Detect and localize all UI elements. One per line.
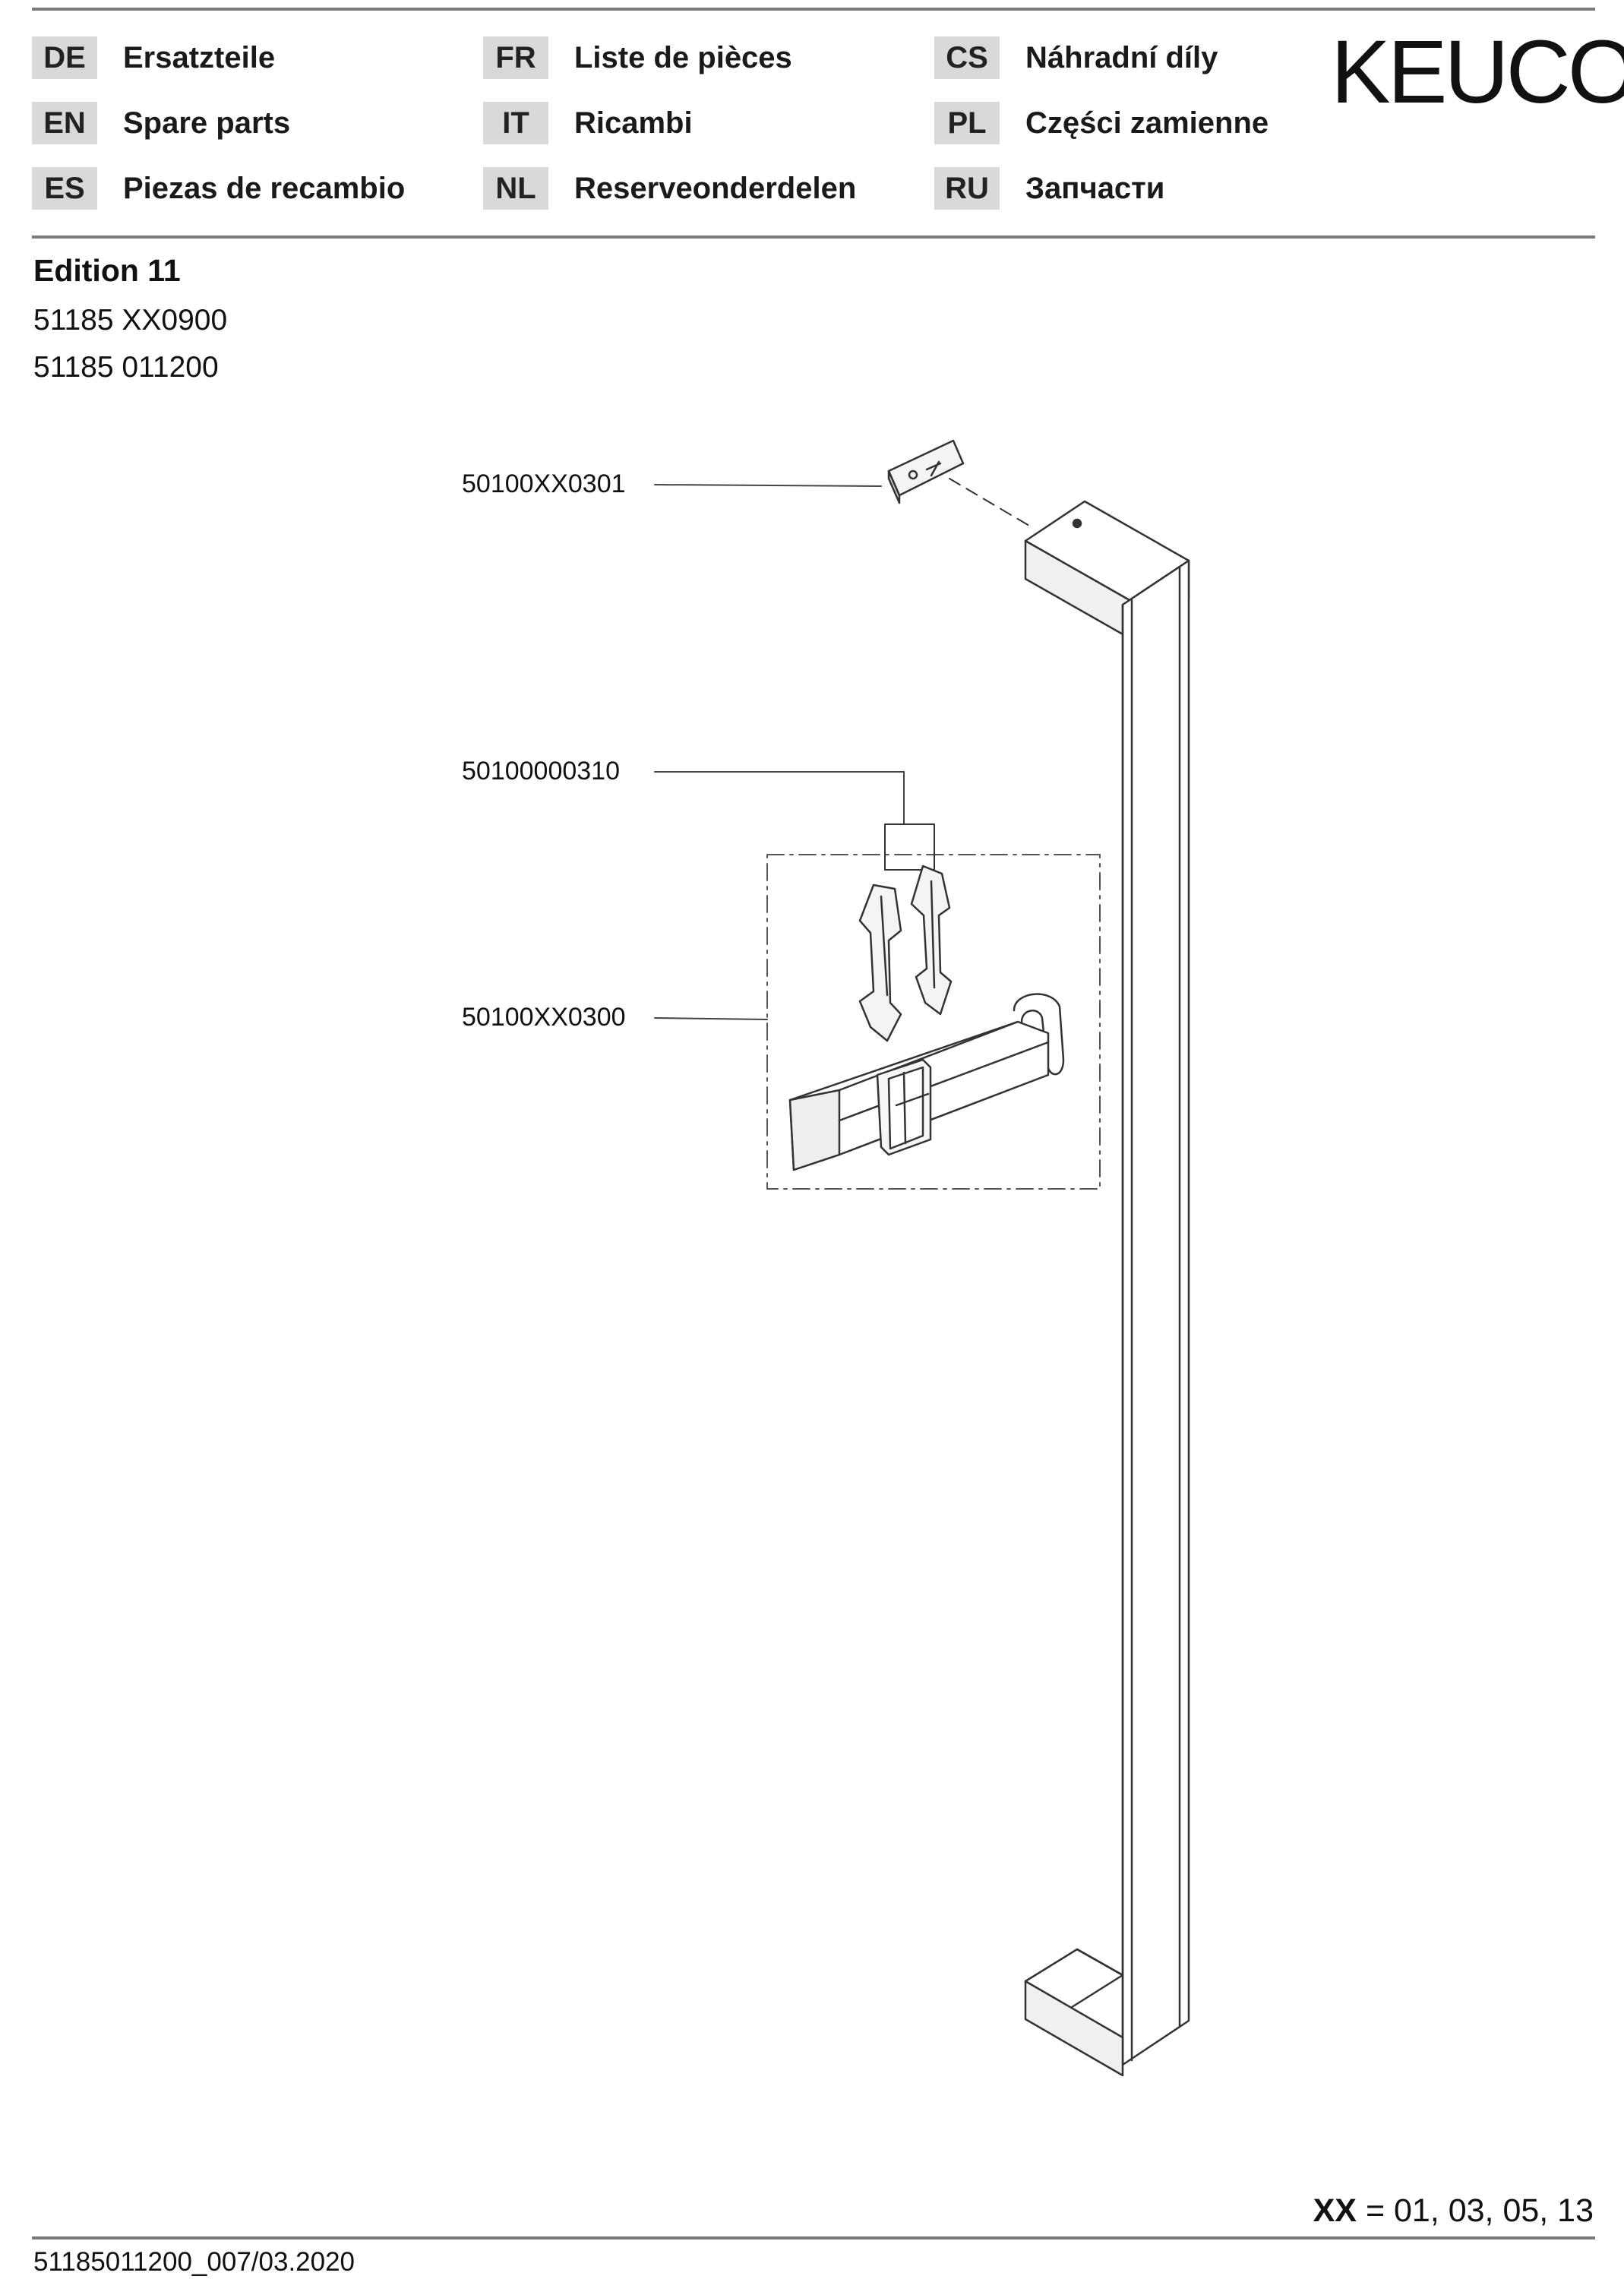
lang-label: Spare parts: [123, 106, 291, 140]
lang-code: IT: [483, 102, 548, 144]
lang-label: Запчасти: [1025, 171, 1165, 205]
lang-code: RU: [934, 167, 1000, 210]
clip-left: [858, 883, 902, 1042]
header-bottom-rule: [32, 235, 1595, 239]
document-id: 51185011200_007/03.2020: [33, 2247, 355, 2277]
article-number: 51185 011200: [33, 351, 219, 384]
lang-row-nl: NL Reserveonderdelen: [483, 167, 856, 210]
lang-row-ru: RU Запчасти: [934, 167, 1164, 210]
lang-code: ES: [32, 167, 97, 210]
lang-row-cs: CS Náhradní díly: [934, 36, 1218, 79]
lang-code: PL: [934, 102, 1000, 144]
lang-row-fr: FR Liste de pièces: [483, 36, 792, 79]
clip-bracket: [884, 823, 935, 871]
lang-row-en: EN Spare parts: [32, 102, 290, 144]
lang-label: Części zamienne: [1025, 106, 1269, 140]
footer-rule: [32, 2236, 1595, 2239]
part-label-shower-holder: 50100XX0300: [462, 1003, 626, 1032]
leader-lines: [654, 484, 905, 1020]
lang-row-pl: PL Części zamienne: [934, 102, 1269, 144]
cover-plate-part: [887, 439, 1034, 529]
shower-rail: [1024, 500, 1190, 2077]
lang-code: DE: [32, 36, 97, 79]
article-number: 51185 XX0900: [33, 304, 228, 337]
part-label-wall-cover: 50100XX0301: [462, 469, 626, 498]
lang-code: FR: [483, 36, 548, 79]
lang-label: Reserveonderdelen: [574, 171, 857, 205]
lang-code: NL: [483, 167, 548, 210]
product-title: Edition 11: [33, 253, 181, 288]
lang-label: Ricambi: [574, 106, 693, 140]
clip-right: [910, 865, 953, 1016]
lang-label: Liste de pièces: [574, 40, 792, 74]
part-label-clips: 50100000310: [462, 757, 621, 785]
lang-label: Ersatzteile: [123, 40, 276, 74]
lang-row-it: IT Ricambi: [483, 102, 693, 144]
lang-code: EN: [32, 102, 97, 144]
brand-logo: KEUCO: [1331, 22, 1624, 122]
top-rule: [32, 8, 1595, 11]
lang-row-de: DE Ersatzteile: [32, 36, 275, 79]
lang-label: Piezas de recambio: [123, 171, 406, 205]
variant-key-note: XX = 01, 03, 05, 13: [1313, 2192, 1594, 2230]
lang-code: CS: [934, 36, 1000, 79]
variant-values: = 01, 03, 05, 13: [1365, 2192, 1594, 2229]
lang-label: Náhradní díly: [1025, 40, 1218, 74]
lang-row-es: ES Piezas de recambio: [32, 167, 405, 210]
variant-key: XX: [1313, 2192, 1357, 2229]
shower-holder: [788, 993, 1065, 1171]
